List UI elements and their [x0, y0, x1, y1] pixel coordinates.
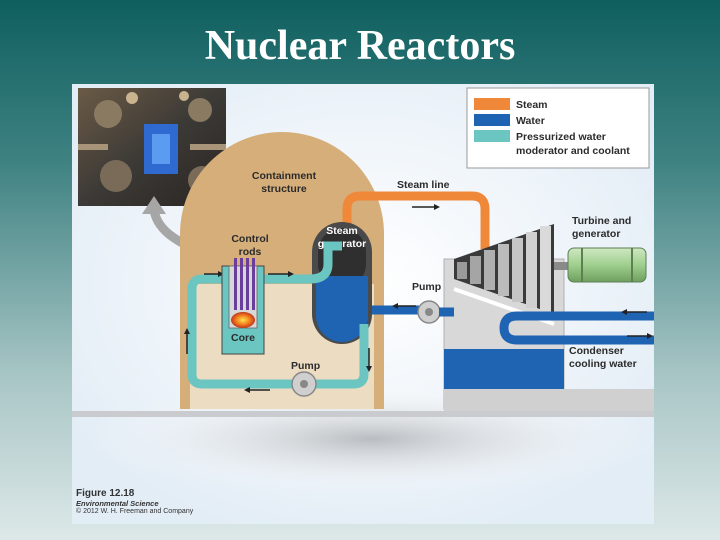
steam-generator-label-1: Steam — [326, 225, 358, 237]
photo-pointer-arrowhead — [142, 196, 166, 214]
containment-label-1: Containment — [252, 170, 317, 182]
control-rods-label-1: Control — [231, 233, 268, 245]
turbine — [453, 224, 555, 326]
condenser-label-1: Condenser — [569, 345, 624, 357]
condenser-label-2: cooling water — [569, 358, 637, 370]
slide-title: Nuclear Reactors — [204, 23, 516, 69]
turbine-label-2: generator — [572, 228, 620, 240]
legend-label-steam: Steam — [516, 99, 548, 111]
legend: Steam Water Pressurized water moderator … — [466, 87, 650, 169]
figure-caption: Figure 12.18 Environmental Science © 201… — [76, 488, 193, 516]
control-rod-1 — [234, 258, 237, 310]
turbine-base — [444, 389, 654, 411]
containment-label-2: structure — [261, 183, 307, 195]
legend-swatch-coolant — [474, 130, 510, 142]
ground-line — [72, 411, 654, 417]
pump-upper-label: Pump — [412, 281, 441, 293]
legend-label-coolant-2: moderator and coolant — [516, 145, 630, 157]
control-rod-4 — [252, 258, 255, 310]
control-rod-2 — [240, 258, 243, 310]
reactor-diagram: Steam Water Pressurized water moderator … — [72, 84, 654, 524]
turbine-label-1: Turbine and — [572, 215, 631, 227]
caption-copyright: © 2012 W. H. Freeman and Company — [76, 508, 194, 516]
primary-loop-upper — [262, 241, 342, 284]
legend-label-coolant-1: Pressurized water — [516, 131, 606, 143]
condenser-coil — [499, 311, 654, 345]
steam-line-label: Steam line — [397, 179, 450, 191]
caption-book: Environmental Science — [76, 498, 159, 508]
control-rod-3 — [246, 258, 249, 310]
steam-flow-arrowhead — [434, 204, 440, 210]
core-label: Core — [231, 332, 255, 344]
figure-panel: Steam Water Pressurized water moderator … — [72, 84, 654, 524]
generator — [567, 247, 647, 283]
control-rods-label-2: rods — [239, 246, 262, 258]
legend-swatch-steam — [474, 98, 510, 110]
primary-loop-lower — [187, 274, 369, 389]
legend-swatch-water — [474, 114, 510, 126]
caption-figure-number: Figure 12.18 — [76, 488, 135, 499]
reactor-core — [231, 312, 255, 328]
pump-lower-label: Pump — [291, 360, 320, 372]
turbine-shaft — [554, 262, 568, 270]
steam-generator-water — [316, 276, 368, 342]
legend-label-water: Water — [516, 115, 545, 127]
steam-line-pipe — [342, 191, 490, 249]
